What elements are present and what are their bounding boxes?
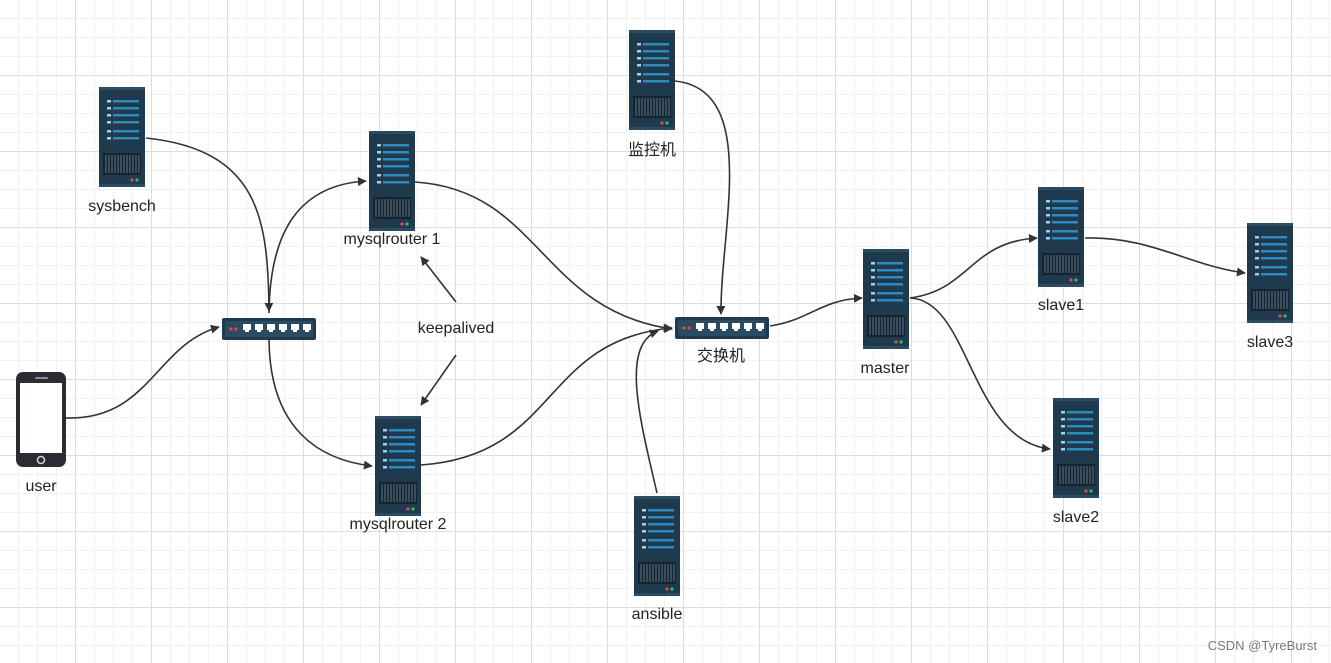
monitor-server-icon <box>629 30 675 130</box>
main-network-switch-icon <box>675 317 769 339</box>
node-label-slave2: slave2 <box>1052 509 1100 526</box>
slave1-server-icon <box>1038 187 1084 287</box>
edges <box>65 80 1246 494</box>
edge-keepalived-mysqlrouter2 <box>420 354 457 406</box>
edge-sysbench-switch <box>145 137 274 312</box>
edge-master-slave1 <box>909 233 1038 299</box>
node-label-mysqlrouter1: mysqlrouter 1 <box>343 231 441 248</box>
watermark: CSDN @TyreBurst <box>1207 638 1317 653</box>
node-label-slave3: slave3 <box>1246 334 1294 351</box>
node-label-ansible: ansible <box>631 606 683 623</box>
node-label-user: user <box>25 478 57 495</box>
node-label-master: master <box>860 360 910 377</box>
ansible-server-icon <box>634 496 680 596</box>
node-label-mysqlrouter2: mysqlrouter 2 <box>349 516 447 533</box>
edge-user-switch <box>65 324 220 419</box>
edge-ansible-switchmain <box>635 329 659 494</box>
node-label-slave1: slave1 <box>1037 297 1085 314</box>
user-smartphone-icon <box>16 372 66 467</box>
edge-keepalived-mysqlrouter1 <box>420 256 457 303</box>
edge-slave1-slave3 <box>1084 237 1246 277</box>
sysbench-server-icon <box>99 87 145 187</box>
edge-mysqlrouter1-switchmain <box>414 181 673 333</box>
edge-switch-mysqlrouter1 <box>268 177 367 314</box>
edge-monitor-switchmain <box>674 80 731 315</box>
slave3-server-icon <box>1247 223 1293 323</box>
left-network-switch-icon <box>222 318 316 340</box>
node-label-keepalived: keepalived <box>417 320 495 337</box>
master-server-icon <box>863 249 909 349</box>
edge-mysqlrouter2-switchmain <box>420 324 673 466</box>
node-label-sysbench: sysbench <box>88 198 156 215</box>
node-label-monitor: 监控机 <box>627 142 677 159</box>
node-label-switch-main: 交换机 <box>696 348 746 365</box>
edge-switchmain-master <box>769 293 863 327</box>
mysqlrouter1-server-icon <box>369 131 415 231</box>
slave2-server-icon <box>1053 398 1099 498</box>
mysqlrouter2-server-icon <box>375 416 421 516</box>
edge-switch-mysqlrouter2 <box>268 339 373 470</box>
edge-master-slave2 <box>909 297 1051 453</box>
